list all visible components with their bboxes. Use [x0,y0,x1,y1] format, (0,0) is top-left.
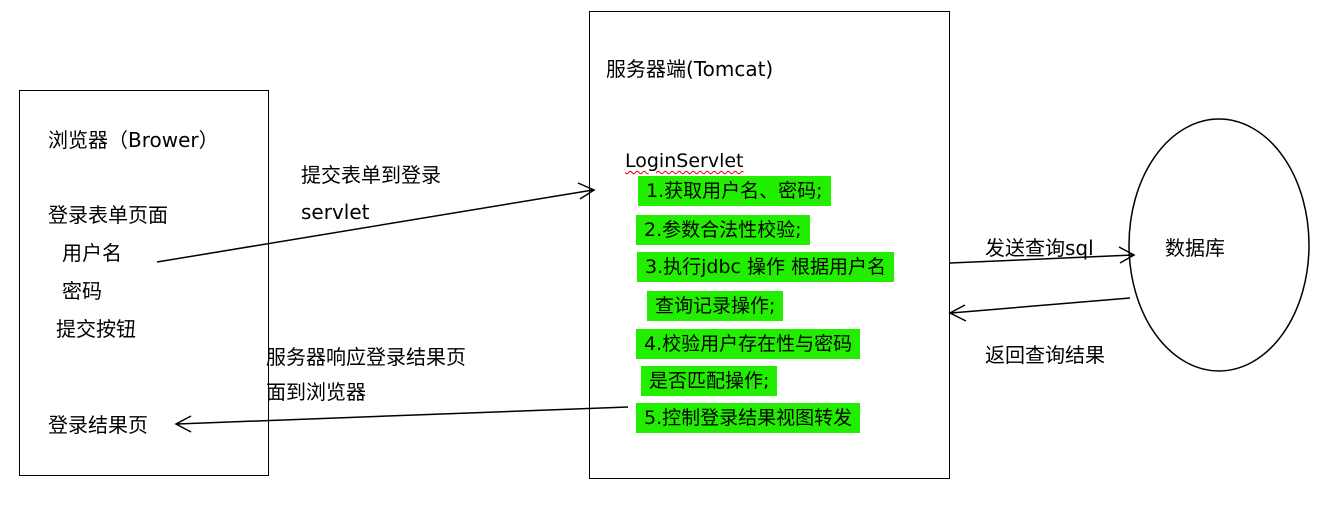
username-field-label: 用户名 [62,241,122,265]
login-page-title: 登录表单页面 [48,203,168,227]
send-sql-arrow [949,254,1134,264]
return-result-label: 返回查询结果 [985,343,1105,367]
server-title: 服务器端(Tomcat) [606,57,774,81]
servlet-step-4: 4.校验用户存在性与密码 [636,329,861,359]
server-box [589,11,950,479]
response-arrowhead [174,415,192,433]
response-arrow-label-line1: 服务器响应登录结果页 [266,345,466,369]
request-arrow [156,189,594,263]
response-arrow-label-line2: 面到浏览器 [266,380,366,404]
database-ellipse [1128,118,1310,372]
servlet-step-3-cont: 查询记录操作; [647,291,784,321]
servlet-step-4-cont: 是否匹配操作; [641,366,778,396]
servlet-step-5: 5.控制登录结果视图转发 [636,403,861,433]
submit-arrow-label-line1: 提交表单到登录 [301,163,441,187]
return-result-arrowhead [948,304,967,322]
servlet-step-1: 1.获取用户名、密码; [638,176,831,206]
browser-box [19,90,269,476]
database-label: 数据库 [1165,236,1225,260]
password-field-label: 密码 [62,279,102,303]
servlet-step-2: 2.参数合法性校验; [636,215,810,245]
submit-arrow-label-line2: servlet [301,200,370,224]
browser-title: 浏览器（Brower） [48,128,219,152]
return-result-arrow [950,297,1131,314]
servlet-step-3: 3.执行jdbc 操作 根据用户名 [637,252,895,282]
response-arrow [176,406,629,425]
send-sql-label: 发送查询sql [985,236,1094,260]
servlet-name: LoginServlet [625,150,744,172]
result-page-label: 登录结果页 [48,413,148,437]
send-sql-arrowhead [1118,246,1136,264]
submit-button-label: 提交按钮 [56,317,136,341]
request-arrowhead [577,182,596,200]
